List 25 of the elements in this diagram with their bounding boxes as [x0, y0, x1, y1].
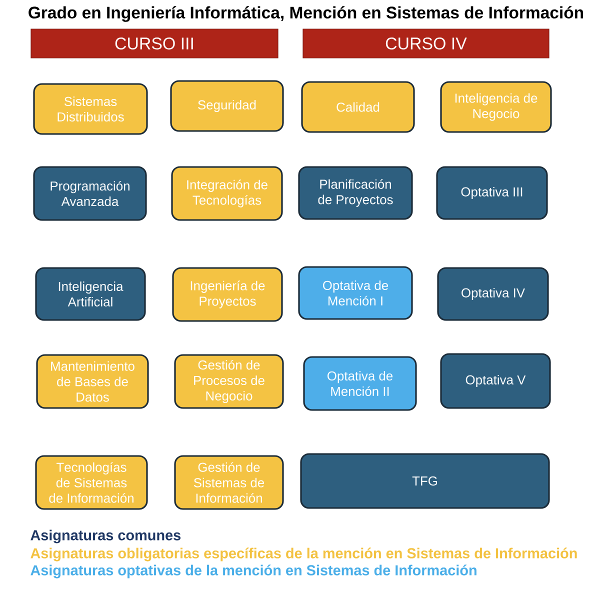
- course-box: Gestión de Sistemas de Información: [174, 455, 284, 510]
- legend-entry: Asignaturas comunes: [30, 530, 181, 544]
- course-box: Inteligencia Artificial: [35, 267, 146, 321]
- course-header-band: CURSO III: [30, 28, 278, 58]
- course-box: Gestión de Procesos de Negocio: [174, 354, 284, 409]
- course-header-band: CURSO IV: [302, 28, 550, 58]
- legend-entry: Asignaturas obligatorias específicas de la mención en Sistemas de Información: [30, 548, 577, 562]
- course-box: Mantenimiento de Bases de Datos: [36, 354, 149, 409]
- course-box: Integración de Tecnologías: [171, 166, 283, 221]
- course-box: Ingeniería de Proyectos: [172, 267, 283, 322]
- course-box: Seguridad: [170, 80, 284, 132]
- course-box: Optativa de Mención I: [298, 266, 413, 320]
- course-box: Tecnologías de Sistemas de Información: [35, 455, 148, 510]
- course-box: Sistemas Distribuidos: [33, 83, 148, 135]
- course-box: Inteligencia de Negocio: [440, 81, 552, 133]
- course-box: Programación Avanzada: [33, 166, 147, 221]
- course-box: Optativa V: [440, 353, 551, 409]
- course-box: Planificación de Proyectos: [298, 166, 413, 220]
- course-box: Optativa IV: [437, 267, 549, 321]
- course-box: Calidad: [301, 81, 415, 133]
- legend-entry: Asignaturas optativas de la mención en Sistemas de Información: [30, 564, 476, 578]
- course-box: Optativa III: [436, 166, 548, 220]
- title: Grado en Ingeniería Informática, Mención en Sistemas de Información: [28, 6, 584, 22]
- course-box: Optativa de Mención II: [303, 356, 417, 411]
- course-box: TFG: [300, 453, 550, 509]
